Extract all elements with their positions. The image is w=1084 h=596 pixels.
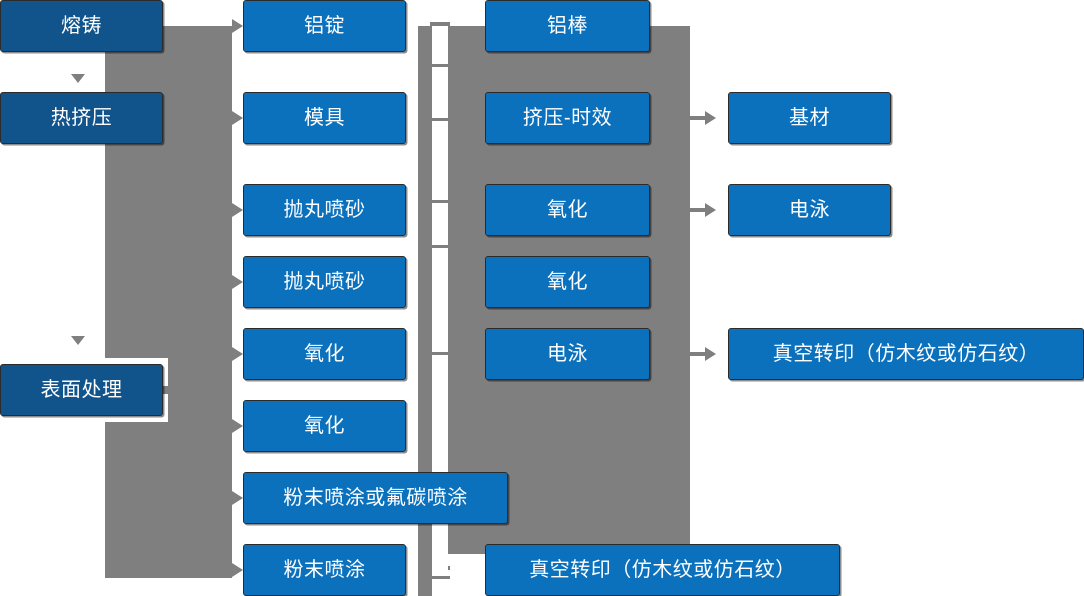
arrow-lead-substrate — [690, 116, 707, 120]
process-box-oxidation-c2-1[interactable]: 氧化 — [243, 328, 406, 380]
connector-rail-thin-seg-2 — [418, 524, 432, 596]
process-label-aluminum-ingot: 铝锭 — [304, 14, 345, 37]
tie-stub-1b — [432, 64, 450, 67]
arrow-to-c4-vacuum — [705, 347, 716, 361]
process-label-electrophoresis-c4: 电泳 — [789, 198, 830, 221]
process-label-aluminum-bar: 铝棒 — [547, 14, 588, 37]
stage-box-surface-treatment[interactable]: 表面处理 — [0, 364, 163, 416]
stage-label-surface-treatment: 表面处理 — [40, 378, 123, 401]
process-box-oxidation-c2-2[interactable]: 氧化 — [243, 400, 406, 452]
process-box-mold[interactable]: 模具 — [243, 92, 406, 144]
tie-stub-4b — [432, 245, 450, 248]
process-label-extrusion-aging: 挤压-时效 — [522, 106, 613, 129]
arrow-to-c4-substrate — [705, 111, 716, 125]
arrow-lead-electro — [690, 208, 707, 212]
process-box-oxidation-c3-2[interactable]: 氧化 — [485, 256, 650, 308]
process-box-aluminum-bar[interactable]: 铝棒 — [485, 0, 650, 52]
process-label-oxidation-c2-1: 氧化 — [304, 342, 345, 365]
arrow-to-c2-oxide-2 — [232, 419, 243, 433]
process-label-vacuum-transfer-c4: 真空转印（仿木纹或仿石纹） — [772, 342, 1040, 365]
stage-box-melting[interactable]: 熔铸 — [0, 0, 163, 52]
process-box-powder-or-fluorocarbon-coating[interactable]: 粉末喷涂或氟碳喷涂 — [243, 472, 508, 524]
arrow-to-c4-electro — [705, 203, 716, 217]
process-label-powder-coating: 粉末喷涂 — [283, 558, 366, 581]
arrow-lead-vacuum — [690, 352, 707, 356]
connector-surface-stub — [160, 386, 184, 394]
process-box-shot-blasting-2[interactable]: 抛丸喷砂 — [243, 256, 406, 308]
arrow-to-c2-blast-1 — [232, 203, 243, 217]
stage-label-extrusion: 热挤压 — [50, 106, 113, 129]
stage-box-extrusion[interactable]: 热挤压 — [0, 92, 163, 144]
process-label-mold: 模具 — [304, 106, 345, 129]
process-box-extrusion-aging[interactable]: 挤压-时效 — [485, 92, 650, 144]
arrow-melting-to-extrusion — [71, 74, 85, 83]
tie-stub-6b — [432, 576, 450, 579]
arrow-to-c2-mold — [232, 111, 243, 125]
process-label-electrophoresis-c3: 电泳 — [547, 342, 588, 365]
process-box-vacuum-transfer-c3[interactable]: 真空转印（仿木纹或仿石纹） — [485, 544, 840, 596]
process-label-shot-blasting-1: 抛丸喷砂 — [283, 198, 366, 221]
arrow-to-c2-ingot — [232, 19, 243, 33]
connector-rail-thin-seg-1 — [418, 26, 432, 496]
process-box-substrate[interactable]: 基材 — [728, 92, 891, 144]
process-box-oxidation-c3-1[interactable]: 氧化 — [485, 184, 650, 236]
process-box-powder-coating[interactable]: 粉末喷涂 — [243, 544, 406, 596]
process-label-oxidation-c2-2: 氧化 — [304, 414, 345, 437]
arrow-to-c2-blast-2 — [232, 275, 243, 289]
process-box-shot-blasting-1[interactable]: 抛丸喷砂 — [243, 184, 406, 236]
process-label-oxidation-c3-2: 氧化 — [547, 270, 588, 293]
arrow-to-c2-powder — [232, 563, 243, 577]
arrow-extrusion-to-surface — [71, 336, 85, 345]
tie-stub-2b — [432, 118, 450, 121]
stage-label-melting: 熔铸 — [61, 14, 102, 37]
process-box-electrophoresis-c3[interactable]: 电泳 — [485, 328, 650, 380]
arrow-to-c2-oxide-1 — [232, 347, 243, 361]
process-label-oxidation-c3-1: 氧化 — [547, 198, 588, 221]
tie-stub-1 — [430, 22, 450, 26]
rail-gap-whitespace — [432, 26, 448, 596]
process-box-vacuum-transfer-c4[interactable]: 真空转印（仿木纹或仿石纹） — [728, 328, 1084, 380]
process-box-aluminum-ingot[interactable]: 铝锭 — [243, 0, 406, 52]
tie-stub-3b — [432, 200, 450, 203]
process-label-powder-or-fluorocarbon-coating: 粉末喷涂或氟碳喷涂 — [283, 486, 468, 509]
process-label-shot-blasting-2: 抛丸喷砂 — [283, 270, 366, 293]
process-label-vacuum-transfer-c3: 真空转印（仿木纹或仿石纹） — [529, 558, 796, 581]
tie-stub-5b — [432, 352, 450, 355]
process-label-substrate: 基材 — [789, 106, 830, 129]
arrow-to-c2-powder-f — [232, 491, 243, 505]
process-box-electrophoresis-c4[interactable]: 电泳 — [728, 184, 891, 236]
